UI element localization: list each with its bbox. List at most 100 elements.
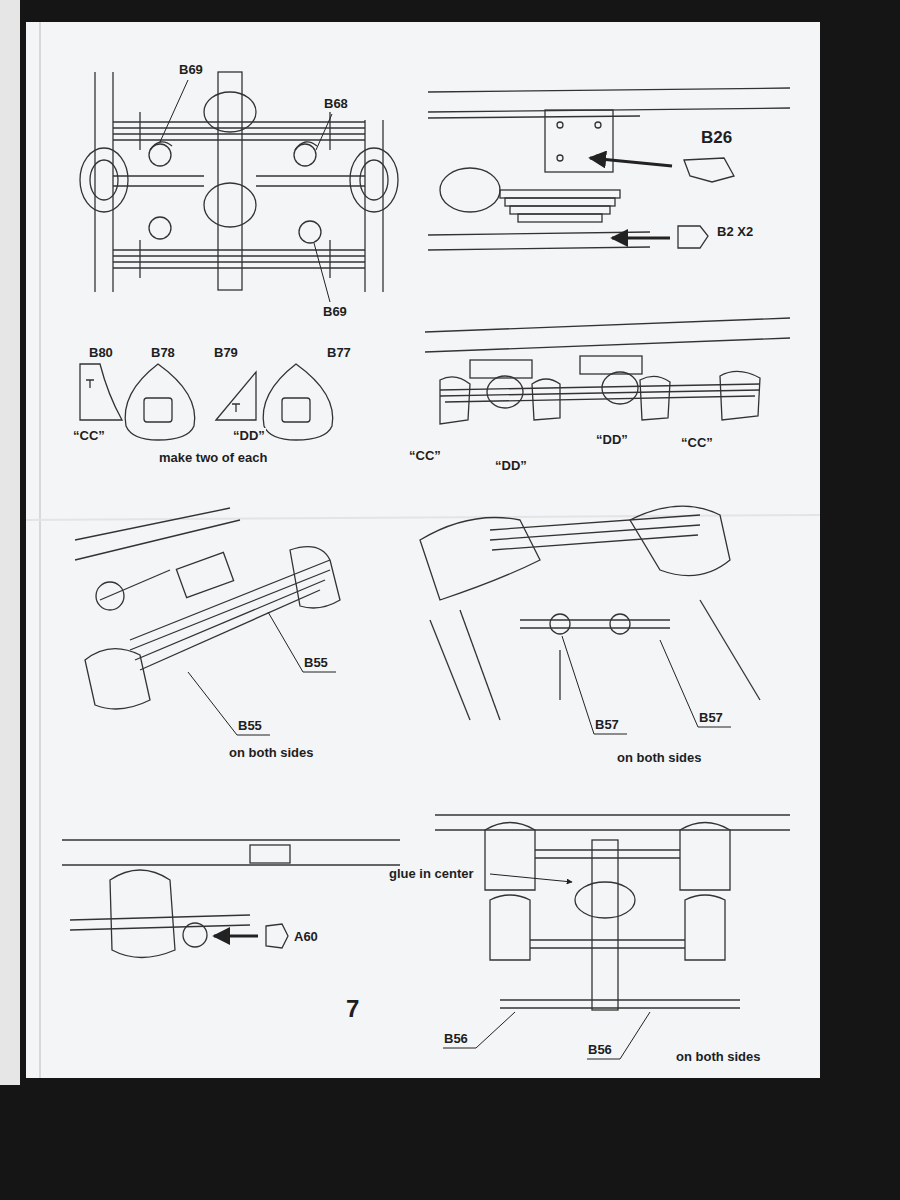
bogie-illustration [113, 255, 365, 256]
leader-line [316, 114, 332, 150]
part-number: B2 X2 [716, 224, 754, 240]
part-number: B69 [178, 62, 204, 78]
note: make two of each [158, 450, 268, 466]
rod-assembly-illustration [420, 506, 760, 720]
bogie-illustration [94, 72, 95, 292]
fender-parts [232, 404, 240, 412]
background-pages [0, 0, 20, 1085]
leader-line [268, 612, 303, 672]
leader-line [562, 636, 594, 734]
leader-line [443, 874, 650, 1059]
note: on both sides [616, 750, 703, 766]
rod-assembly-illustration [430, 620, 470, 720]
part-number: B68 [323, 96, 349, 112]
bogie-bottom-illustration [535, 857, 680, 858]
bogie-illustration [299, 221, 321, 243]
part-number: B56 [443, 1031, 469, 1047]
fender-placement-illustration [720, 371, 760, 420]
chassis-side-illustration [428, 88, 790, 92]
fender-placement-illustration [640, 376, 670, 420]
subassembly-tag: “DD” [494, 458, 528, 474]
hub-cap-illustration [70, 915, 250, 920]
bogie-bottom-illustration [530, 939, 685, 940]
chassis-side-illustration [428, 247, 650, 250]
bogie-illustration [256, 175, 365, 176]
leader-line [620, 1012, 650, 1059]
bogie-illustration [113, 133, 365, 134]
direction-arrow [590, 158, 672, 238]
chassis-side-illustration [557, 155, 563, 161]
hub-cap-illustration [250, 845, 290, 863]
rod-assembly-illustration [550, 614, 570, 634]
direction-arrow [214, 935, 258, 938]
hub-cap-illustration [62, 840, 400, 958]
bogie-illustration [382, 120, 383, 292]
fender-placement-illustration [487, 376, 523, 408]
bogie-illustration [149, 217, 171, 239]
bogie-bottom-illustration [435, 829, 790, 830]
fender-parts [80, 364, 122, 420]
bogie-illustration [112, 72, 113, 292]
hub-cap-illustration [62, 839, 400, 840]
hub-cap-illustration [183, 923, 207, 947]
rod-assembly-illustration [492, 535, 698, 550]
leader-line [160, 80, 332, 302]
leader-line [160, 80, 188, 142]
subassembly-tag: “CC” [72, 428, 106, 444]
leader-line [237, 735, 270, 736]
page-number: 7 [345, 994, 360, 1023]
chassis-side-illustration [510, 206, 610, 214]
leader-line [660, 640, 698, 727]
part-number: B80 [88, 345, 114, 361]
subassembly-tag: “DD” [232, 428, 266, 444]
hub-cap-illustration [70, 925, 250, 930]
chassis-side-illustration [678, 226, 708, 248]
direction-arrow [214, 935, 258, 938]
tie-rod-illustration [176, 552, 233, 597]
rod-assembly-illustration [630, 506, 730, 576]
fender-placement-illustration [425, 318, 790, 424]
part-number: A60 [293, 929, 319, 945]
hub-cap-illustration [110, 870, 175, 958]
bogie-illustration [139, 240, 140, 278]
bogie-bottom-illustration [575, 882, 635, 918]
leader-line [490, 874, 572, 882]
part-number: B26 [700, 128, 733, 148]
fender-parts [263, 364, 333, 440]
chassis-side-illustration [428, 116, 640, 118]
fender-parts [80, 364, 333, 440]
hub-cap-illustration [62, 864, 400, 865]
tie-rod-illustration [100, 570, 170, 600]
tie-rod-illustration [290, 547, 340, 608]
bogie-illustration [218, 72, 242, 290]
chassis-side-illustration [545, 110, 613, 172]
bogie-illustration [113, 185, 204, 186]
leader-line [476, 1012, 515, 1048]
bogie-bottom-illustration [435, 814, 790, 815]
rod-assembly-illustration [520, 627, 670, 628]
bogie-illustration [80, 148, 128, 212]
bogie-illustration [364, 120, 365, 292]
rod-assembly-illustration [520, 619, 670, 620]
rod-assembly-illustration [460, 610, 500, 720]
bogie-illustration [113, 249, 365, 250]
background-pages [26, 22, 820, 1078]
fender-placement-illustration [440, 390, 760, 396]
chassis-side-illustration [440, 168, 500, 212]
bogie-illustration [113, 261, 365, 262]
note: on both sides [675, 1049, 762, 1065]
fender-parts [282, 398, 310, 422]
fender-placement-illustration [602, 372, 638, 404]
direction-arrow [612, 237, 670, 240]
bogie-bottom-illustration [500, 999, 740, 1000]
leader-line [314, 243, 330, 302]
bogie-bottom-illustration [535, 849, 680, 850]
chassis-side-illustration [500, 190, 620, 198]
bogie-illustration [256, 185, 365, 186]
bogie-illustration [80, 72, 398, 292]
background-pages [39, 22, 41, 1078]
note: on both sides [228, 745, 315, 761]
bogie-illustration [350, 148, 398, 212]
leader-line [698, 727, 731, 728]
leader-line [587, 1059, 620, 1060]
